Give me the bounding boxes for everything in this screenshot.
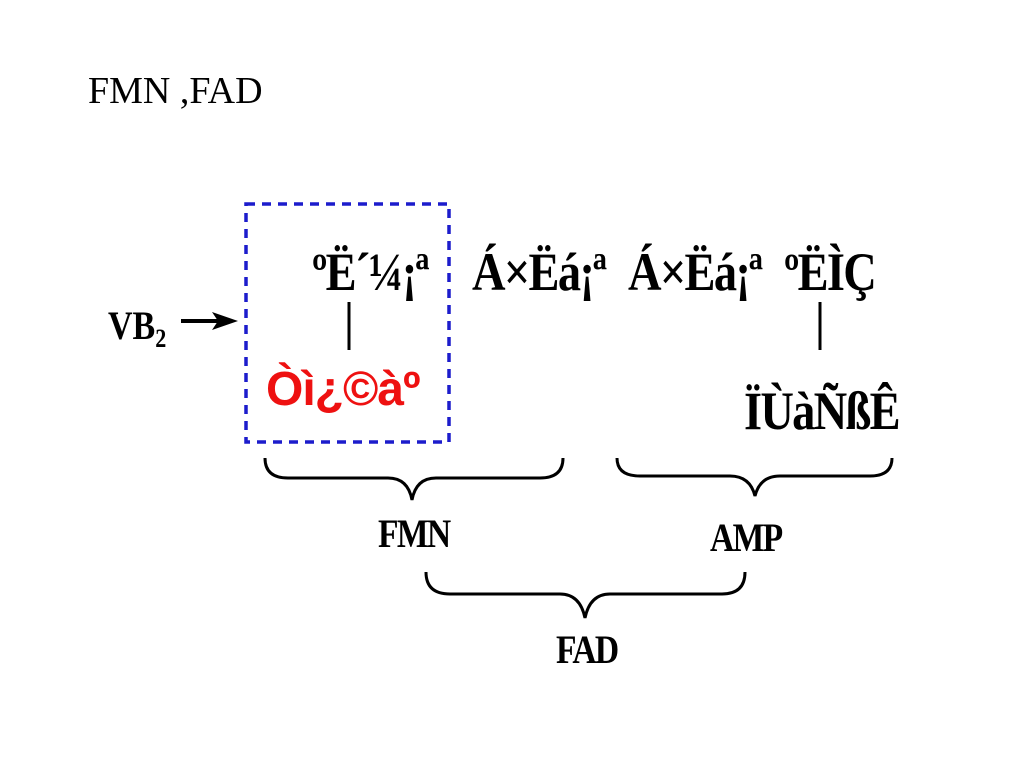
amp-brace-label: AMP [710, 515, 783, 560]
vb2-subscript: 2 [155, 324, 167, 353]
fad-brace-label: FAD [556, 627, 619, 672]
fad-brace [424, 571, 747, 619]
fmn-brace [263, 457, 565, 501]
chain-segment-phosphate-2: Á×Ëá¡ª [628, 242, 763, 302]
fmn-brace-label: FMN [378, 511, 451, 556]
vb2-label: VB2 [108, 306, 166, 352]
vb2-arrow [181, 312, 238, 330]
page-title: FMN ,FAD [88, 70, 263, 112]
amp-brace [615, 457, 894, 497]
chain-segment-phosphate-1: Á×Ëá¡ª [472, 242, 607, 302]
dashed-box [244, 202, 451, 444]
chain-segment-ribose: ºËÌÇ [784, 242, 877, 302]
chain-segment-ribitol: ºË´¼¡ª [312, 242, 429, 302]
adenine-label: ÏÙàÑßÊ [744, 381, 901, 441]
vb2-main: VB [108, 303, 156, 348]
isoalloxazine-label: Òì¿©àº [266, 363, 421, 416]
